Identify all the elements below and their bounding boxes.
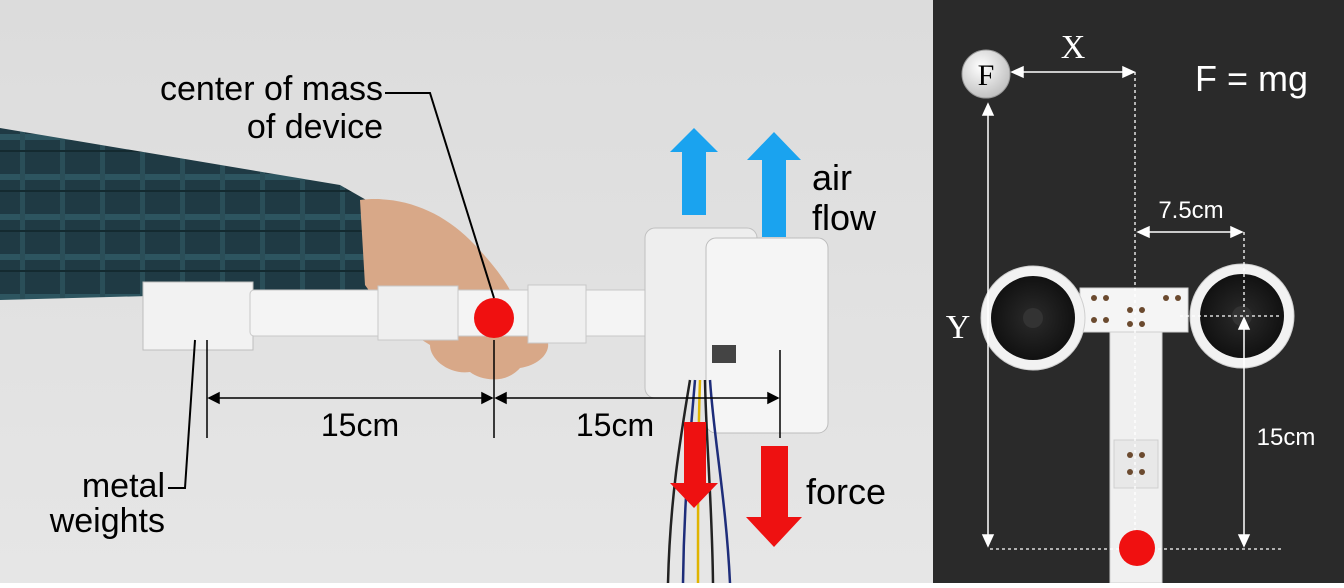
- fan-housing-front: [705, 237, 829, 434]
- tube-joint: [377, 285, 459, 341]
- center-of-mass-leader: [385, 92, 495, 299]
- y-label: Y: [946, 309, 971, 346]
- fan-offset-label: 7.5cm: [1158, 197, 1223, 224]
- center-of-mass-label-2: of device: [247, 108, 383, 146]
- right-diagram-panel: F X F = mg Y 7.5cm 15cm: [933, 0, 1344, 584]
- dim-left-label: 15cm: [321, 407, 399, 443]
- air-flow-arrows: [670, 128, 801, 237]
- length-label: 15cm: [1257, 424, 1316, 451]
- weight-block: [142, 281, 254, 351]
- center-of-mass-dot-top-view: [1119, 530, 1155, 566]
- tube-joint-2: [527, 284, 587, 344]
- force-label: force: [806, 471, 886, 512]
- dimension-lines: [206, 340, 781, 438]
- air-flow-label-2: flow: [812, 197, 877, 238]
- force-arrow-2: [746, 446, 802, 547]
- metal-weights-label-2: weights: [49, 502, 165, 540]
- left-photo-panel: center of mass of device air flow force …: [0, 0, 933, 584]
- force-symbol: F: [978, 59, 995, 92]
- air-flow-label-1: air: [812, 157, 852, 198]
- metal-weights-label-1: metal: [82, 467, 165, 505]
- x-label: X: [1061, 29, 1086, 66]
- center-of-mass-dot: [474, 298, 514, 338]
- screws: [1091, 295, 1181, 475]
- metal-weights-leader: [168, 339, 196, 489]
- force-point-circle: [961, 49, 1011, 99]
- air-arrow-1: [670, 128, 718, 215]
- force-arrows: [670, 422, 802, 547]
- device-body: [142, 227, 829, 584]
- force-arrow-1: [670, 422, 718, 508]
- dim-right-label: 15cm: [576, 407, 654, 443]
- left-fan-hub: [1023, 308, 1043, 328]
- clip: [712, 345, 736, 363]
- formula-label: F = mg: [1195, 58, 1308, 99]
- center-of-mass-label-1: center of mass: [160, 70, 383, 108]
- crossbar: [1079, 287, 1189, 333]
- right-dimension-lines: [981, 65, 1251, 548]
- handle-joint: [1113, 439, 1159, 489]
- air-arrow-2: [747, 132, 801, 237]
- sleeve: [0, 128, 375, 300]
